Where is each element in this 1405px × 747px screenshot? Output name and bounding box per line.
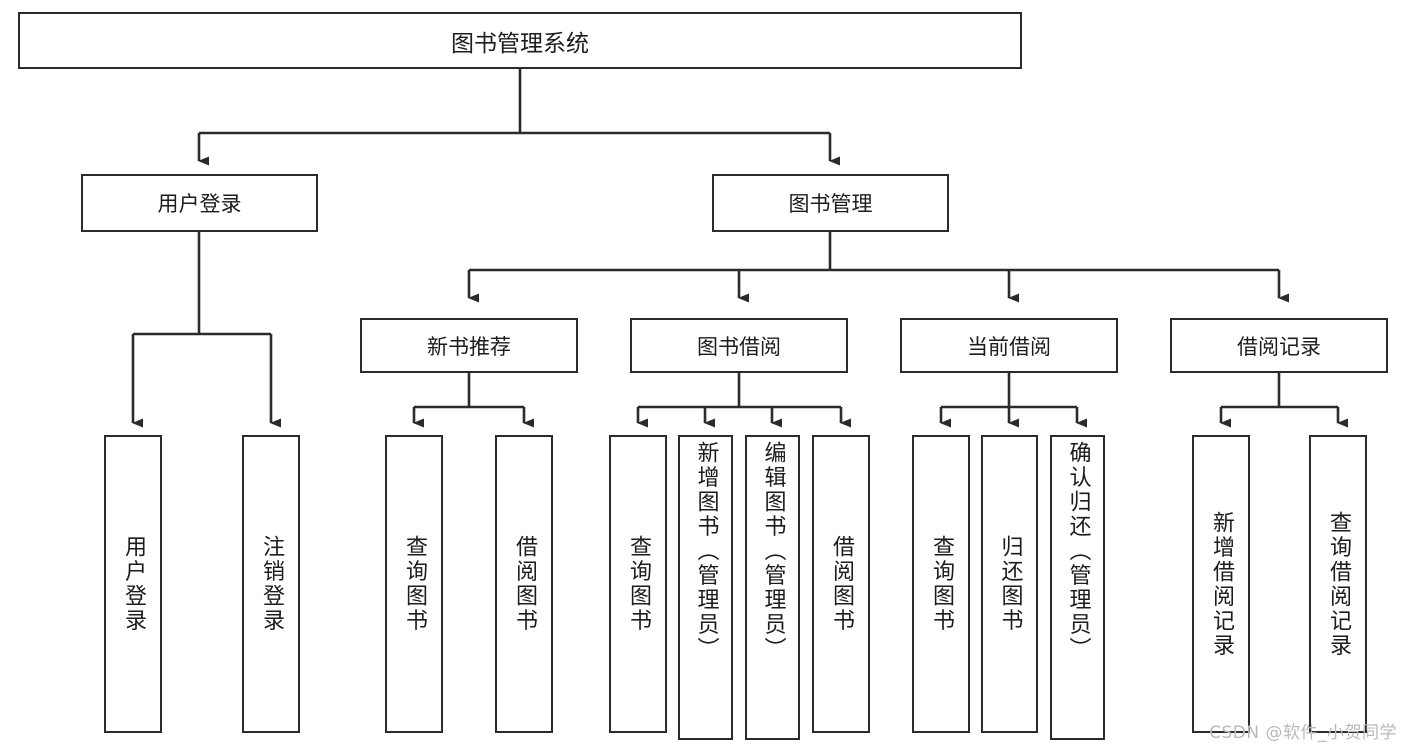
node-borrow-record[interactable]: 借阅记录: [1170, 318, 1388, 373]
leaf-borrow-add-book-admin[interactable]: 新增图书（管理员）: [678, 435, 733, 740]
node-label: 图书管理系统: [451, 30, 589, 57]
node-label: 查询图书: [402, 535, 427, 633]
leaf-borrow-query-book[interactable]: 查询图书: [609, 435, 667, 733]
leaf-user-login-logout[interactable]: 注销登录: [242, 435, 300, 733]
node-label: 新书推荐: [427, 334, 511, 359]
leaf-user-login-login[interactable]: 用户登录: [104, 435, 162, 733]
node-book-management[interactable]: 图书管理: [712, 174, 949, 232]
node-label: 查询借阅记录: [1326, 510, 1351, 658]
node-label: 编辑图书（管理员）: [760, 441, 786, 662]
node-label: 确认归还（管理员）: [1065, 441, 1091, 662]
node-user-login[interactable]: 用户登录: [81, 174, 318, 232]
node-label: 图书借阅: [697, 334, 781, 359]
node-label: 图书管理: [788, 192, 873, 216]
leaf-recommend-borrow-book[interactable]: 借阅图书: [495, 435, 553, 733]
node-label: 用户登录: [121, 535, 146, 633]
node-label: 归还图书: [997, 535, 1023, 633]
node-label: 当前借阅: [967, 334, 1051, 359]
leaf-borrow-borrow-book[interactable]: 借阅图书: [812, 435, 870, 733]
node-label: 新增借阅记录: [1209, 510, 1234, 658]
leaf-current-confirm-return-admin[interactable]: 确认归还（管理员）: [1050, 435, 1105, 740]
node-label: 查询图书: [929, 535, 954, 633]
leaf-recommend-query-book[interactable]: 查询图书: [385, 435, 443, 733]
node-label: 查询图书: [626, 535, 651, 633]
leaf-record-query-record[interactable]: 查询借阅记录: [1309, 435, 1367, 733]
node-label: 借阅图书: [512, 535, 537, 633]
leaf-record-add-record[interactable]: 新增借阅记录: [1192, 435, 1250, 733]
leaf-current-query-book[interactable]: 查询图书: [912, 435, 970, 733]
node-label: 借阅图书: [829, 535, 854, 633]
leaf-borrow-edit-book-admin[interactable]: 编辑图书（管理员）: [745, 435, 800, 740]
node-label: 新增图书（管理员）: [693, 441, 719, 662]
node-new-book-recommend[interactable]: 新书推荐: [360, 318, 578, 373]
node-root-system[interactable]: 图书管理系统: [18, 12, 1022, 69]
node-label: 借阅记录: [1237, 334, 1321, 359]
csdn-watermark: CSDN @软件_小贺同学: [1209, 723, 1397, 743]
leaf-current-return-book[interactable]: 归还图书: [981, 435, 1038, 733]
node-label: 注销登录: [259, 535, 284, 633]
node-book-borrow[interactable]: 图书借阅: [630, 318, 848, 373]
node-label: 用户登录: [157, 192, 242, 216]
node-current-borrow[interactable]: 当前借阅: [900, 318, 1118, 373]
